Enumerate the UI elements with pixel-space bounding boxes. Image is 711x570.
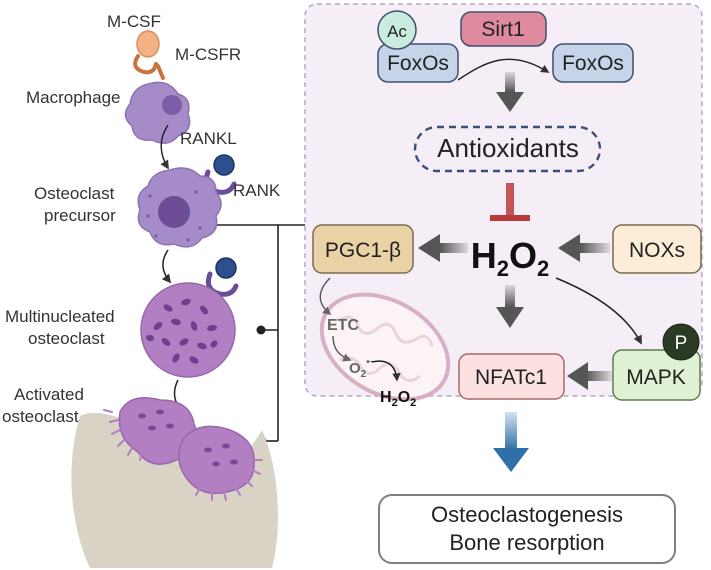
phosphate-label: P <box>675 333 688 354</box>
arrow-macrophage-to-precursor <box>160 124 169 170</box>
ac-badge <box>377 10 417 50</box>
macrophage-label: Macrophage <box>26 88 121 107</box>
outcome-line2: Bone resorption <box>449 530 605 555</box>
sirt1-label: Sirt1 <box>481 18 524 41</box>
rankl-label: RANKL <box>180 129 237 148</box>
arrow-superoxide-to-h2o2 <box>371 360 401 382</box>
h2o2-main-label: H2O2 <box>471 235 550 281</box>
multinucleated-label-line2: osteoclast <box>28 329 105 348</box>
sirt1-box <box>460 11 547 47</box>
deacetylation-arrow <box>457 58 550 81</box>
mcsf-receptor-stem <box>156 64 165 80</box>
inhibition-symbol <box>490 183 530 221</box>
activated-label-line2: osteoclast <box>2 407 79 426</box>
noxs-label: NOXs <box>629 239 685 262</box>
arrow-precursor-to-multinucleated <box>161 249 172 284</box>
arrow-etc-to-superoxide <box>332 335 352 362</box>
pgc1b-label: PGC1-β <box>325 239 401 262</box>
outcome-line1: Osteoclastogenesis <box>431 502 623 527</box>
rankl-ligand-2 <box>215 257 237 279</box>
arrow-to-outcome <box>493 412 529 472</box>
etc-label: ETC <box>327 317 359 334</box>
mapk-label: MAPK <box>626 366 686 389</box>
antioxidants-box <box>413 125 602 173</box>
phosphate-badge <box>662 323 700 361</box>
multinucleated-label-line1: Multinucleated <box>5 307 115 326</box>
foxos-right-label: FoxOs <box>562 52 624 75</box>
mcsf-ligand <box>136 30 160 58</box>
mcsf-receptor <box>133 54 158 75</box>
outcome-box: Osteoclastogenesis Bone resorption <box>378 494 676 564</box>
rank-receptor-2 <box>205 271 239 297</box>
nfatc1-label: NFATc1 <box>475 366 547 389</box>
connector-dot-multinucleated <box>256 325 266 335</box>
foxos-left-label: FoxOs <box>387 52 449 75</box>
foxos-right-box <box>552 43 634 83</box>
mcsfr-label: M-CSFR <box>175 45 241 64</box>
activated-osteoclast-cells <box>103 397 263 501</box>
rankl-ligand <box>213 154 235 176</box>
superoxide-label: O2•− <box>349 357 376 380</box>
pgc1b-box <box>312 224 414 274</box>
precursor-cell <box>137 167 222 248</box>
arrow-to-antioxidants <box>496 72 524 112</box>
noxs-box <box>612 224 702 274</box>
arrow-pgc1b-to-etc <box>319 277 332 316</box>
ac-label: Ac <box>387 22 407 41</box>
macrophage-cell <box>124 81 191 144</box>
arrow-to-mapk <box>555 277 642 345</box>
mapk-box <box>612 349 701 401</box>
foxos-left-box <box>377 43 459 83</box>
arrow-mapk-to-nfatc1 <box>567 362 612 390</box>
rank-label: RANK <box>233 181 281 200</box>
activated-label-line1: Activated <box>14 385 84 404</box>
precursor-label-line2: precursor <box>44 206 116 225</box>
antioxidants-label: Antioxidants <box>437 133 579 163</box>
arrow-to-nfatc1 <box>496 285 524 328</box>
multinucleated-cell <box>140 282 236 378</box>
nfatc1-box <box>458 353 565 400</box>
h2o2-mito-label: H2O2 <box>380 389 416 409</box>
mcsf-label: M-CSF <box>107 12 161 31</box>
bone-matrix <box>71 412 278 568</box>
precursor-label-line1: Osteoclast <box>34 184 115 203</box>
arrow-to-pgc1b <box>418 234 468 262</box>
arrow-from-noxs <box>558 234 610 262</box>
